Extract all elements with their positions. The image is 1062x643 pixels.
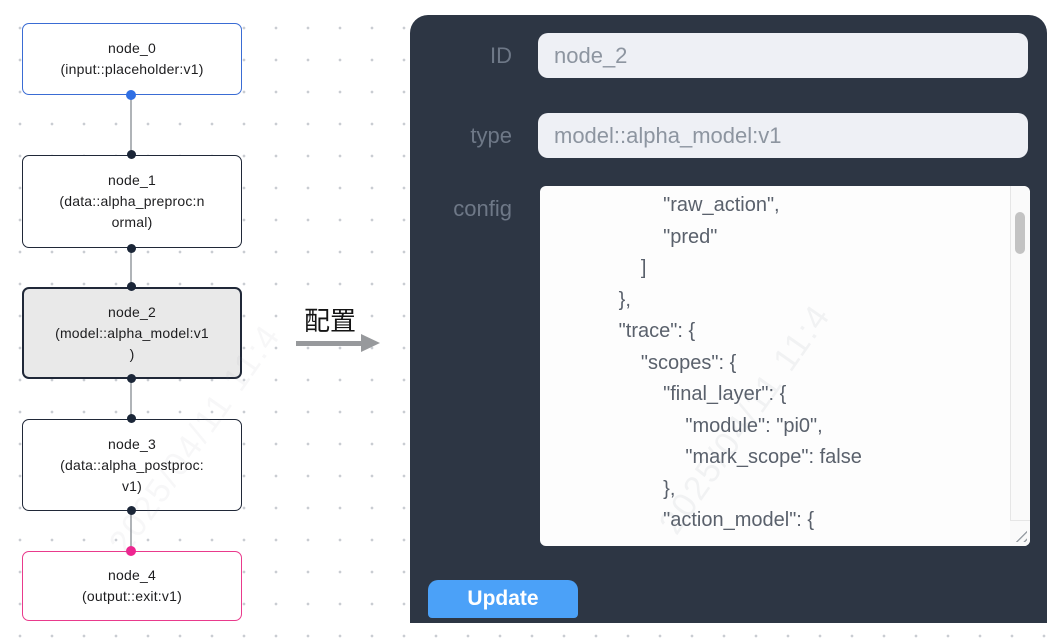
node-1-title: node_1 xyxy=(108,172,156,188)
node-0-subtitle: (input::placeholder:v1) xyxy=(60,61,204,77)
id-field-label: ID xyxy=(490,43,512,68)
node-4-subtitle: (output::exit:v1) xyxy=(82,588,182,604)
node-0-title: node_0 xyxy=(108,40,156,56)
node-2-selected[interactable]: node_2 (model::alpha_model:v1 ) xyxy=(22,287,242,379)
config-json-text: "raw_action", "pred" ] }, "trace": { "sc… xyxy=(618,194,862,531)
node-config-panel: ID type config "raw_action", "pred" ] },… xyxy=(410,15,1047,623)
port-node1-out[interactable] xyxy=(126,244,136,253)
node-2-subtitle: (model::alpha_model:v1 xyxy=(55,324,209,341)
port-node3-in[interactable] xyxy=(126,414,136,423)
type-field-input[interactable] xyxy=(538,113,1028,158)
update-button[interactable]: Update xyxy=(428,580,578,618)
type-field-label: type xyxy=(470,123,512,148)
transition-label: 配置 xyxy=(303,306,356,336)
port-node1-in[interactable] xyxy=(126,150,136,159)
config-scrollbar-thumb[interactable] xyxy=(1015,212,1025,254)
node-1-subtitle: ormal) xyxy=(111,214,153,230)
port-node2-out[interactable] xyxy=(126,374,136,383)
edge-node0-node1 xyxy=(130,95,132,155)
port-node0-out[interactable] xyxy=(126,90,136,100)
port-node2-in[interactable] xyxy=(126,282,136,291)
node-1-subtitle: (data::alpha_preproc:n xyxy=(59,193,205,209)
edge-node2-node3 xyxy=(130,379,132,419)
node-3-title: node_3 xyxy=(108,435,156,452)
config-textarea[interactable]: "raw_action", "pred" ] }, "trace": { "sc… xyxy=(540,186,1030,546)
node-1[interactable]: node_1 (data::alpha_preproc:n ormal) xyxy=(22,155,242,248)
node-4-title: node_4 xyxy=(108,567,156,583)
node-3-subtitle: v1) xyxy=(121,477,143,494)
config-scrollbar-corner xyxy=(1010,520,1030,546)
node-2-subtitle: ) xyxy=(129,345,135,362)
port-node4-in[interactable] xyxy=(126,546,136,556)
node-0[interactable]: node_0 (input::placeholder:v1) xyxy=(22,23,242,95)
node-4[interactable]: node_4 (output::exit:v1) xyxy=(22,551,242,621)
edge-node3-node4 xyxy=(130,511,132,551)
node-2-title: node_2 xyxy=(108,303,156,320)
id-field-input[interactable] xyxy=(538,33,1028,78)
node-3-subtitle: (data::alpha_postproc: xyxy=(60,456,204,473)
edge-node1-node2 xyxy=(130,248,132,287)
right-arrow-icon xyxy=(361,334,380,352)
config-scrollbar-track[interactable] xyxy=(1010,186,1030,546)
right-arrow-shaft xyxy=(296,341,362,346)
flow-canvas[interactable]: node_0 (input::placeholder:v1) node_1 (d… xyxy=(0,0,400,643)
port-node3-out[interactable] xyxy=(126,506,136,515)
node-3[interactable]: node_3 (data::alpha_postproc: v1) xyxy=(22,419,242,511)
config-field-label: config xyxy=(453,196,512,221)
